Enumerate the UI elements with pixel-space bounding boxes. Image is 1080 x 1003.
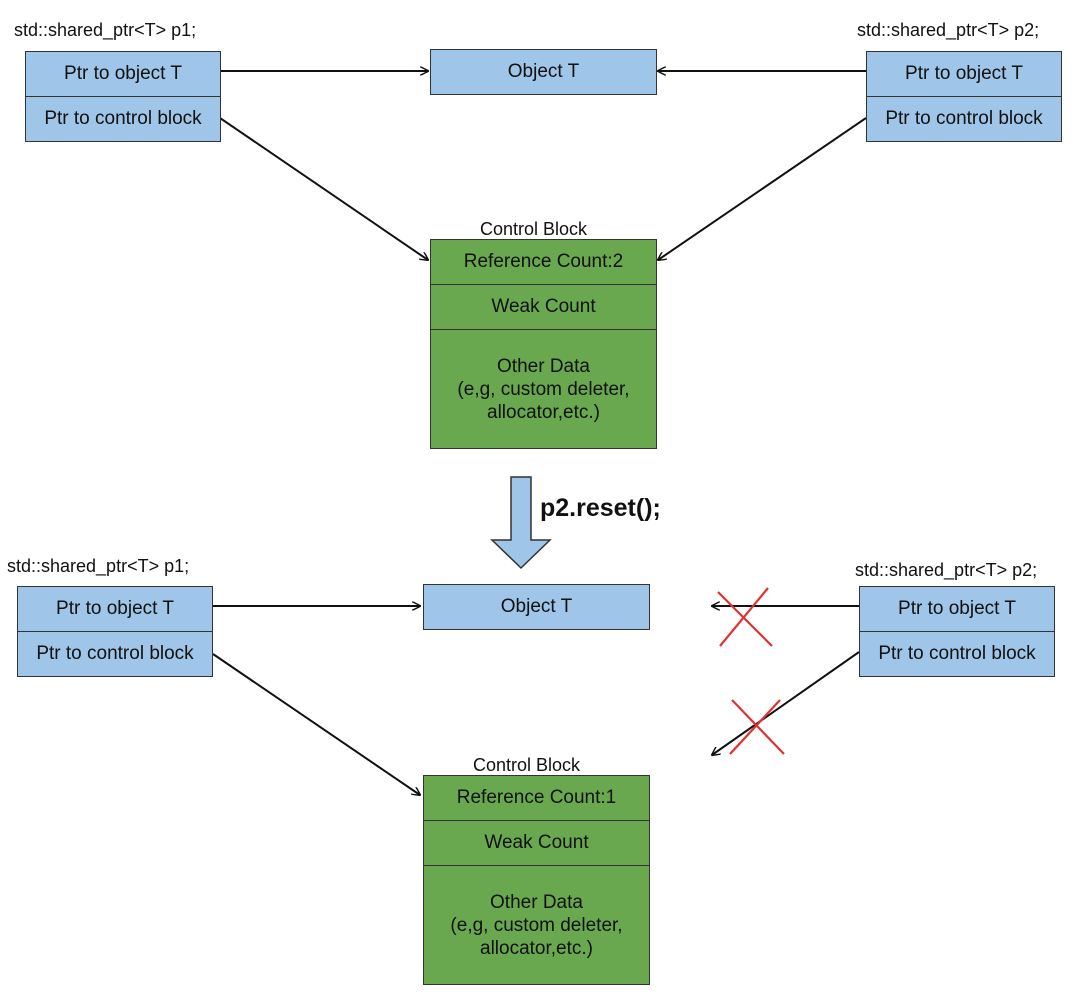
arrow-p2-to-control-block-bottom-broken (712, 651, 860, 755)
arrow-p1-to-control-block-top (219, 117, 428, 260)
reset-call-label: p2.reset(); (540, 494, 661, 522)
p1-declaration-label: std::shared_ptr<T> p1; (7, 556, 190, 576)
p2-declaration-label: std::shared_ptr<T> p2; (855, 560, 1038, 580)
other-data-line: (e,g, custom deleter, (457, 378, 630, 400)
p2-ptr-to-control-block: Ptr to control block (859, 631, 1055, 677)
broken-link-x-icon (717, 587, 773, 647)
reference-count-cell: Reference Count:1 (423, 775, 650, 821)
weak-count-cell: Weak Count (423, 820, 650, 866)
p1-ptr-to-object: Ptr to object T (17, 586, 213, 632)
p1-ptr-to-control-block: Ptr to control block (25, 96, 221, 142)
other-data-line: Other Data (497, 355, 590, 377)
p2-declaration-label: std::shared_ptr<T> p2; (857, 20, 1040, 40)
control-block-title: Control Block (473, 755, 581, 775)
other-data-line: allocator,etc.) (487, 401, 600, 423)
p1-declaration-label: std::shared_ptr<T> p1; (14, 20, 197, 40)
p1-ptr-to-control-block: Ptr to control block (17, 631, 213, 677)
p1-ptr-to-object: Ptr to object T (25, 51, 221, 97)
arrow-p2-to-control-block-top (658, 117, 867, 260)
p2-ptr-to-control-block: Ptr to control block (866, 96, 1062, 142)
broken-link-x-icon (729, 699, 785, 755)
control-block-title: Control Block (480, 219, 588, 239)
transition-down-arrow (490, 476, 552, 570)
other-data-cell: Other Data (e,g, custom deleter, allocat… (423, 865, 650, 985)
p2-ptr-to-object: Ptr to object T (859, 586, 1055, 632)
reference-count-cell: Reference Count:2 (430, 239, 657, 285)
other-data-line: (e,g, custom deleter, (450, 914, 623, 936)
weak-count-cell: Weak Count (430, 284, 657, 330)
other-data-line: allocator,etc.) (480, 937, 593, 959)
object-t-box: Object T (423, 584, 650, 630)
p2-ptr-to-object: Ptr to object T (866, 51, 1062, 97)
object-t-box: Object T (430, 49, 657, 95)
other-data-cell: Other Data (e,g, custom deleter, allocat… (430, 329, 657, 449)
other-data-line: Other Data (490, 891, 583, 913)
arrow-p1-to-control-block-bottom (212, 653, 420, 795)
